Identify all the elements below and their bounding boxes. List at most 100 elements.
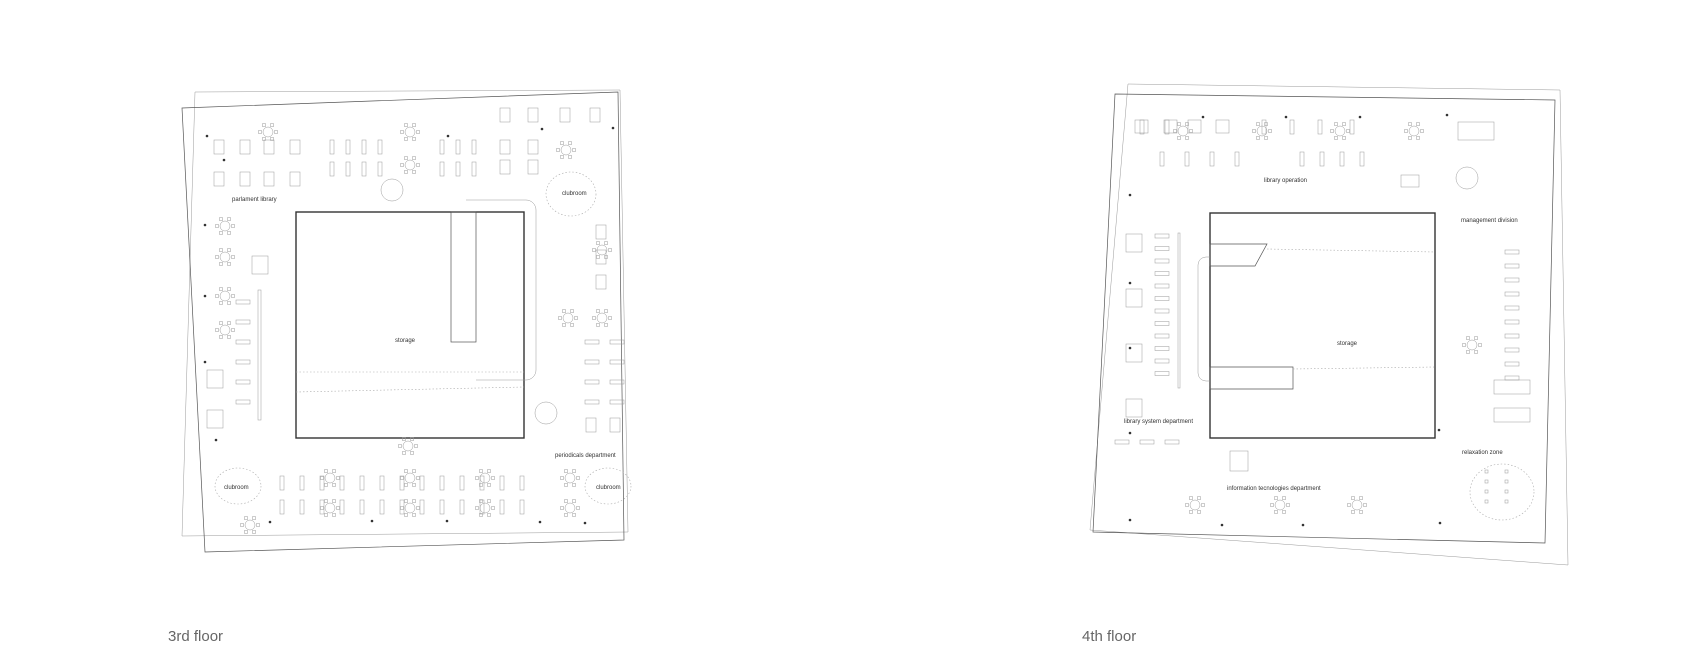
desk [239,139,251,155]
chair [1274,496,1278,500]
chair [570,309,574,313]
shelf [235,299,251,305]
chair [1347,503,1351,507]
chair [1189,129,1193,133]
stool [1484,479,1489,484]
chair [1197,496,1201,500]
chair [596,255,600,259]
chair [227,231,231,235]
chair [1462,343,1466,347]
shelf [399,475,405,491]
wall-panel [1177,232,1181,389]
chair [402,437,406,441]
column [1437,428,1441,432]
clubroom-area [214,467,262,505]
chair [608,248,612,252]
cabinet [206,409,224,429]
shelf [1154,296,1170,301]
chair [560,141,564,145]
chair [274,130,278,134]
chair [1282,496,1286,500]
clubroom-area [545,171,597,217]
shelf [377,139,383,155]
shelf [499,499,505,515]
ramp [450,211,477,343]
column [1445,113,1449,117]
shelf [299,475,305,491]
round-table [402,440,414,452]
chair [1334,122,1338,126]
column-round [1455,166,1479,190]
shelf [319,475,325,491]
caption-4th-floor: 4th floor [1082,628,1137,645]
chair [320,506,324,510]
cabinet [1187,119,1202,134]
slab-outline-back [1089,83,1569,566]
shelf [419,475,425,491]
chair [404,469,408,473]
shelf [359,499,365,515]
chair [491,476,495,480]
round-table [596,312,608,324]
chair [324,483,328,487]
chair [604,241,608,245]
chair [227,301,231,305]
desk [595,274,607,290]
shelf [519,475,525,491]
chair [560,506,564,510]
shelf [1154,258,1170,264]
chair [215,328,219,332]
chair [1330,129,1334,133]
shelf [1261,119,1267,135]
label-clubroom: clubroom [596,485,621,491]
shelf [379,499,385,515]
chair [1416,136,1420,140]
round-table [560,144,572,156]
chair [479,469,483,473]
chair [412,513,416,517]
shelf [584,379,600,385]
chair [244,516,248,520]
desk [263,171,275,187]
round-table [324,472,336,484]
stool [1484,489,1489,494]
desk [213,139,225,155]
meeting-table [1493,407,1531,423]
chair [404,137,408,141]
shelf [361,161,367,177]
desk [527,107,539,123]
chair [332,483,336,487]
shelf [439,139,445,155]
shelf [1299,151,1305,167]
shelf [459,499,465,515]
ramp-curve [466,199,537,381]
plan-3rd-floor: parlament library clubroom storage perio… [181,89,632,553]
chair [416,163,420,167]
round-table [324,502,336,514]
column [1128,431,1132,435]
chair [215,224,219,228]
chair [336,506,340,510]
chair [1408,136,1412,140]
chair [479,483,483,487]
column [1220,523,1224,527]
shelf [455,161,461,177]
column [1438,521,1442,525]
round-table [404,126,416,138]
meeting-table [1493,379,1531,395]
chair [572,148,576,152]
chair [1286,503,1290,507]
chair [252,530,256,534]
cabinet [251,255,269,275]
chair [416,130,420,134]
chair [1359,510,1363,514]
chair [227,248,231,252]
round-table [1334,125,1346,137]
shelf [279,499,285,515]
shelf [609,399,625,405]
chair [256,523,260,527]
slab-outline-back [181,89,629,537]
chair [416,506,420,510]
desk [213,171,225,187]
desk [499,107,511,123]
